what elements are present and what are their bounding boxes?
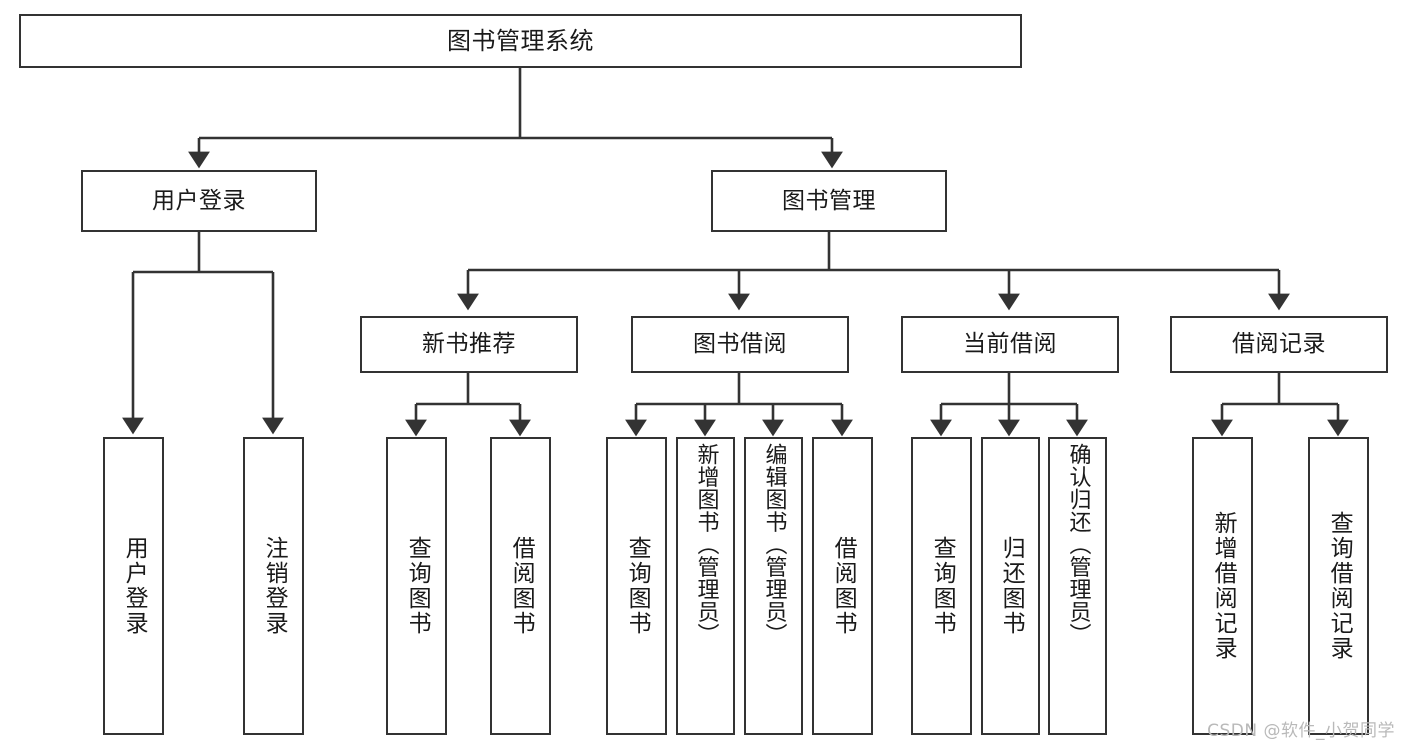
node-leaf-add-record-label: 新增借阅记录 [1210,511,1237,661]
node-leaf-user-login-label: 用户登录 [121,536,148,636]
node-leaf-query-book-2-label: 查询图书 [624,536,651,636]
node-current-borrow[interactable]: 当前借阅 [901,316,1119,373]
node-book-manage-label: 图书管理 [782,187,876,214]
node-leaf-query-book-3[interactable]: 查询图书 [911,437,972,735]
node-leaf-user-login[interactable]: 用户登录 [103,437,164,735]
node-leaf-add-book-label: 新增图书（管理员） [693,443,719,646]
node-leaf-logout[interactable]: 注销登录 [243,437,304,735]
node-leaf-borrow-book-2[interactable]: 借阅图书 [812,437,873,735]
node-book-borrow-label: 图书借阅 [693,331,787,357]
node-leaf-return-book[interactable]: 归还图书 [981,437,1040,735]
node-leaf-add-book[interactable]: 新增图书（管理员） [676,437,735,735]
node-leaf-confirm-return[interactable]: 确认归还（管理员） [1048,437,1107,735]
node-leaf-borrow-book-2-label: 借阅图书 [830,536,857,636]
node-leaf-query-record-label: 查询借阅记录 [1326,511,1353,661]
node-new-book-rec[interactable]: 新书推荐 [360,316,578,373]
node-leaf-borrow-book-1-label: 借阅图书 [508,536,535,636]
node-root-label: 图书管理系统 [447,27,594,55]
node-leaf-query-book-3-label: 查询图书 [929,536,956,636]
node-leaf-query-book-1-label: 查询图书 [404,536,431,636]
node-leaf-return-book-label: 归还图书 [998,536,1025,636]
node-leaf-edit-book-label: 编辑图书（管理员） [761,443,787,646]
node-borrow-record-label: 借阅记录 [1232,331,1326,357]
node-leaf-query-record[interactable]: 查询借阅记录 [1308,437,1369,735]
node-leaf-borrow-book-1[interactable]: 借阅图书 [490,437,551,735]
node-root[interactable]: 图书管理系统 [19,14,1022,68]
node-book-borrow[interactable]: 图书借阅 [631,316,849,373]
node-leaf-query-book-2[interactable]: 查询图书 [606,437,667,735]
node-leaf-logout-label: 注销登录 [261,536,288,636]
node-user-login[interactable]: 用户登录 [81,170,317,232]
node-user-login-label: 用户登录 [152,187,246,214]
node-leaf-confirm-return-label: 确认归还（管理员） [1065,443,1091,646]
node-leaf-add-record[interactable]: 新增借阅记录 [1192,437,1253,735]
node-current-borrow-label: 当前借阅 [963,331,1057,357]
node-leaf-query-book-1[interactable]: 查询图书 [386,437,447,735]
csdn-watermark: CSDN @软件_小贺同学 [1207,721,1395,741]
node-leaf-edit-book[interactable]: 编辑图书（管理员） [744,437,803,735]
node-new-book-rec-label: 新书推荐 [422,331,516,357]
node-book-manage[interactable]: 图书管理 [711,170,947,232]
node-borrow-record[interactable]: 借阅记录 [1170,316,1388,373]
